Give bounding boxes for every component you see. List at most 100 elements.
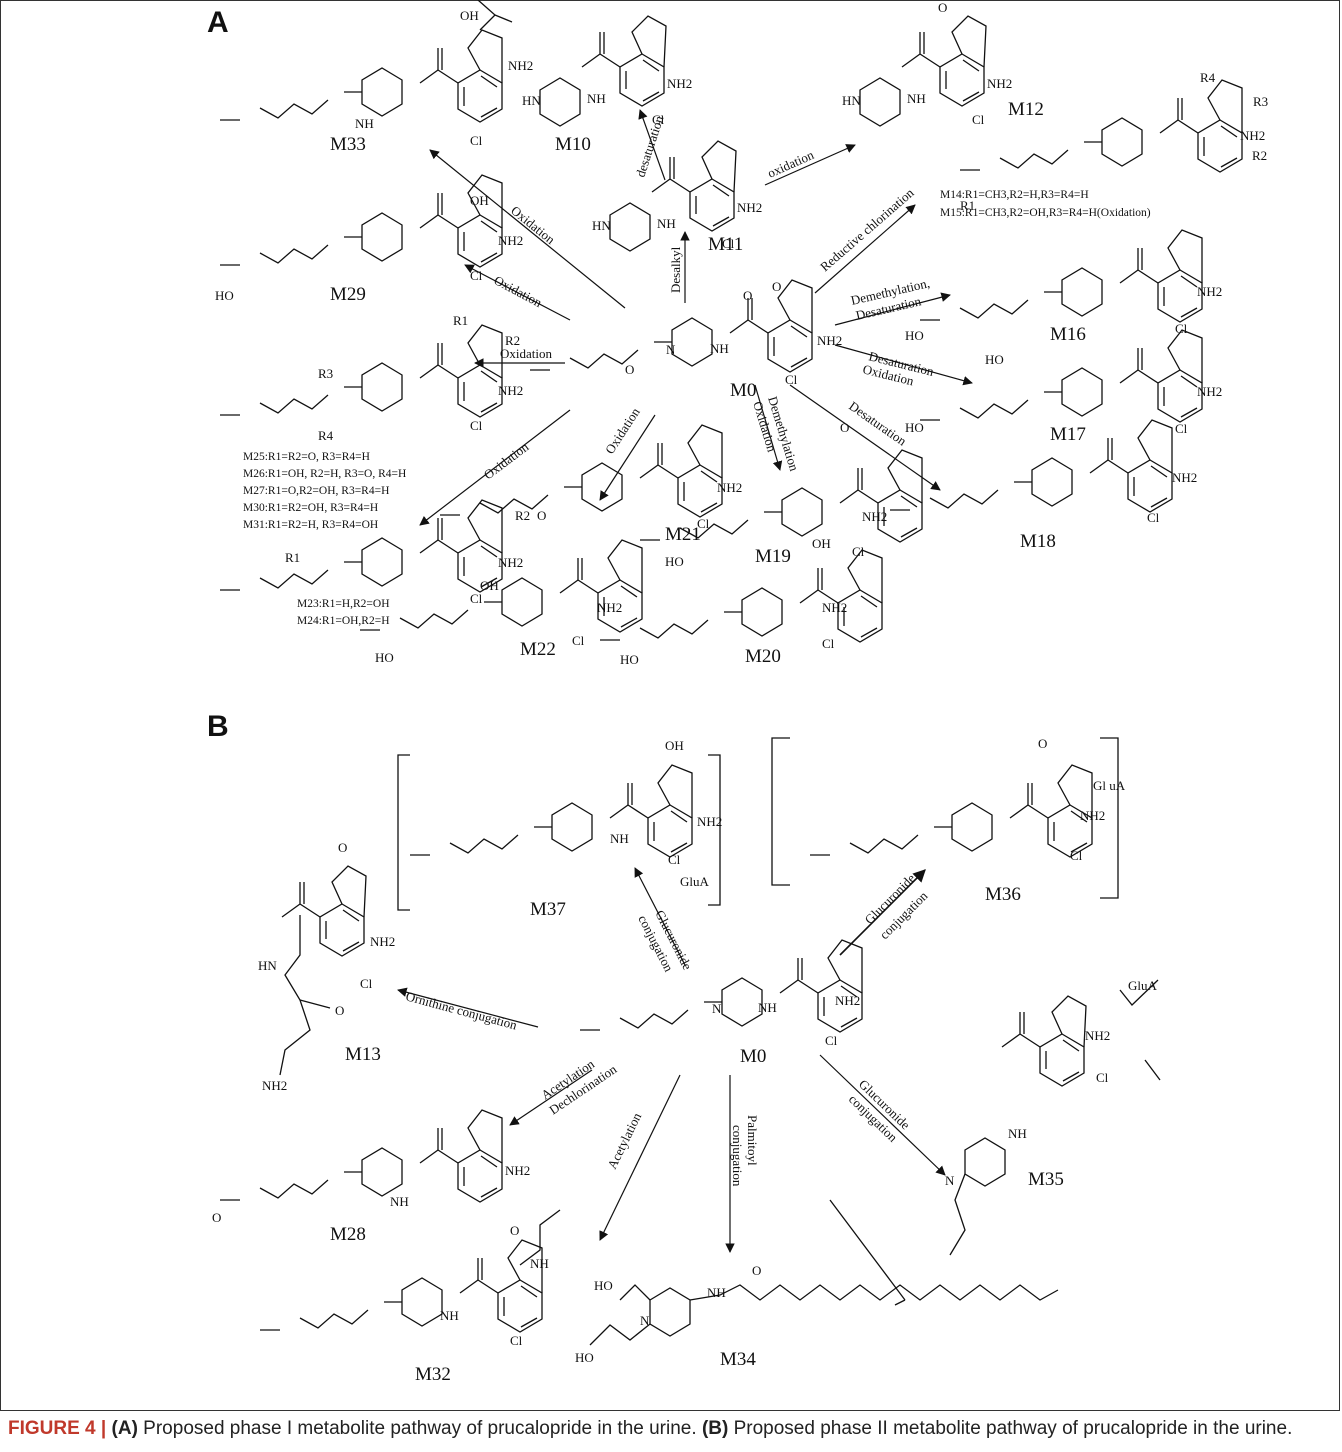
svg-text:Cl: Cl (852, 544, 865, 559)
arrow-to-m35 (819, 1054, 946, 1176)
svg-text:NH2: NH2 (1197, 284, 1222, 299)
metabolite-m17: HO NH2 Cl HO M17 (905, 329, 1222, 445)
svg-text:GluA: GluA (1128, 978, 1158, 993)
svg-text:NH2: NH2 (1085, 1028, 1110, 1043)
svg-text:NH: NH (758, 1000, 777, 1015)
svg-text:NH: NH (355, 116, 374, 131)
svg-text:Palmitoyl: Palmitoyl (745, 1115, 760, 1166)
arrow-to-m13 (397, 987, 539, 1028)
m20-label: M20 (745, 646, 781, 667)
m0-n: N (666, 342, 676, 357)
metabolite-m35: GluA NH2 Cl NH N M35 (829, 978, 1161, 1306)
svg-text:Cl: Cl (652, 112, 665, 127)
rx-oxidation-m23: Oxidation (481, 439, 532, 483)
svg-text:NH2: NH2 (505, 1163, 530, 1178)
m13-label: M13 (345, 1044, 381, 1065)
m33-label: M33 (330, 134, 366, 155)
svg-text:N: N (712, 1001, 722, 1016)
m36-label: M36 (985, 884, 1021, 905)
arrow-to-m16 (834, 292, 951, 326)
m14-note: M14:R1=CH3,R2=H,R3=R4=H (940, 189, 1089, 201)
arrow-to-m36 (839, 869, 926, 956)
svg-text:NH2: NH2 (737, 200, 762, 215)
svg-text:Acetylation: Acetylation (604, 1110, 644, 1172)
rx-oxidation-m21: Oxidation (602, 404, 643, 456)
svg-text:O: O (335, 1003, 344, 1018)
svg-text:M27:R1=O,R2=OH, R3=R4=H: M27:R1=O,R2=OH, R3=R4=H (243, 485, 389, 497)
arrow-to-m21 (599, 414, 656, 501)
svg-text:NH2: NH2 (667, 76, 692, 91)
svg-text:Gl uA: Gl uA (1093, 778, 1126, 793)
svg-text:N: N (945, 1173, 955, 1188)
svg-text:HO: HO (594, 1278, 613, 1293)
arrow-to-m14 (814, 204, 916, 294)
svg-text:N: N (640, 1313, 650, 1328)
svg-text:NH2: NH2 (370, 934, 395, 949)
arrow-to-m29 (464, 264, 571, 321)
svg-text:NH: NH (390, 1194, 409, 1209)
svg-text:R2: R2 (505, 333, 520, 348)
svg-text:Cl: Cl (722, 236, 735, 251)
svg-text:M30:R1=R2=OH, R3=R4=H: M30:R1=R2=OH, R3=R4=H (243, 502, 378, 514)
svg-text:GluA: GluA (680, 874, 710, 889)
svg-text:R1: R1 (285, 550, 300, 565)
svg-text:O: O (1038, 736, 1047, 751)
svg-text:Cl: Cl (1070, 848, 1083, 863)
arrow-to-m28 (509, 1069, 593, 1126)
svg-text:HO: HO (905, 328, 924, 343)
metabolite-m36: NH2 Cl O Gl uA M36 (771, 736, 1126, 905)
metabolite-m21: NH2 Cl O M21 (439, 424, 742, 545)
svg-text:HO: HO (575, 1350, 594, 1365)
svg-text:NH: NH (707, 1285, 726, 1300)
arrow-to-m33 (429, 149, 626, 309)
svg-text:Cl: Cl (572, 633, 585, 648)
svg-text:O: O (338, 840, 347, 855)
panel-b-letter: B (207, 710, 229, 743)
svg-text:R2: R2 (1252, 148, 1267, 163)
arrow-to-m23 (419, 409, 571, 526)
svg-text:NH2: NH2 (498, 555, 523, 570)
svg-text:Cl: Cl (822, 636, 835, 651)
svg-text:NH2: NH2 (835, 993, 860, 1008)
svg-text:HN: HN (522, 93, 541, 108)
svg-text:Cl: Cl (825, 1033, 838, 1048)
m21-label: M21 (665, 524, 701, 545)
caption-a-text: Proposed phase I metabolite pathway of p… (137, 1418, 702, 1439)
arrow-to-m17 (834, 344, 973, 386)
m0-o: O (743, 288, 752, 303)
panel-b-center-m0: N NH NH2 Cl M0 (579, 939, 863, 1067)
svg-text:NH: NH (440, 1308, 459, 1323)
svg-text:Ornithine conjugation: Ornithine conjugation (404, 988, 519, 1032)
svg-text:OH: OH (665, 738, 684, 753)
svg-text:NH2: NH2 (697, 814, 722, 829)
svg-text:NH: NH (907, 91, 926, 106)
svg-text:HO: HO (665, 554, 684, 569)
m0-ring-o: O (772, 279, 781, 294)
m16-label: M16 (1050, 324, 1086, 345)
svg-text:NH: NH (610, 831, 629, 846)
rx-oxidation-m12: oxidation (765, 147, 816, 181)
arrow-to-m18 (789, 384, 941, 491)
arrow-to-m37 (634, 867, 686, 966)
svg-text:NH: NH (1008, 1126, 1027, 1141)
svg-text:HO: HO (620, 652, 639, 667)
metabolite-m12: HN NH NH2 Cl O M12 (842, 0, 1044, 127)
svg-text:M31:R1=R2=H, R3=R4=OH: M31:R1=R2=H, R3=R4=OH (243, 519, 378, 531)
svg-text:Cl: Cl (1175, 321, 1188, 336)
svg-text:OH: OH (812, 536, 831, 551)
svg-text:M26:R1=OH, R2=H, R3=O, R4=H: M26:R1=OH, R2=H, R3=O, R4=H (243, 468, 406, 480)
caption-figure-label: FIGURE 4 | (8, 1418, 107, 1439)
svg-text:M23:R1=H,R2=OH: M23:R1=H,R2=OH (297, 598, 390, 610)
svg-text:O: O (510, 1223, 519, 1238)
svg-text:NH2: NH2 (597, 600, 622, 615)
m35-label: M35 (1028, 1169, 1064, 1190)
svg-text:Cl: Cl (1175, 421, 1188, 436)
svg-text:NH2: NH2 (508, 58, 533, 73)
svg-text:Cl: Cl (972, 112, 985, 127)
m0-label: M0 (730, 380, 756, 401)
svg-text:OH: OH (460, 8, 479, 23)
svg-text:HN: HN (842, 93, 861, 108)
m17-label: M17 (1050, 424, 1086, 445)
svg-text:HO: HO (375, 650, 394, 665)
svg-text:NH2: NH2 (262, 1078, 287, 1093)
